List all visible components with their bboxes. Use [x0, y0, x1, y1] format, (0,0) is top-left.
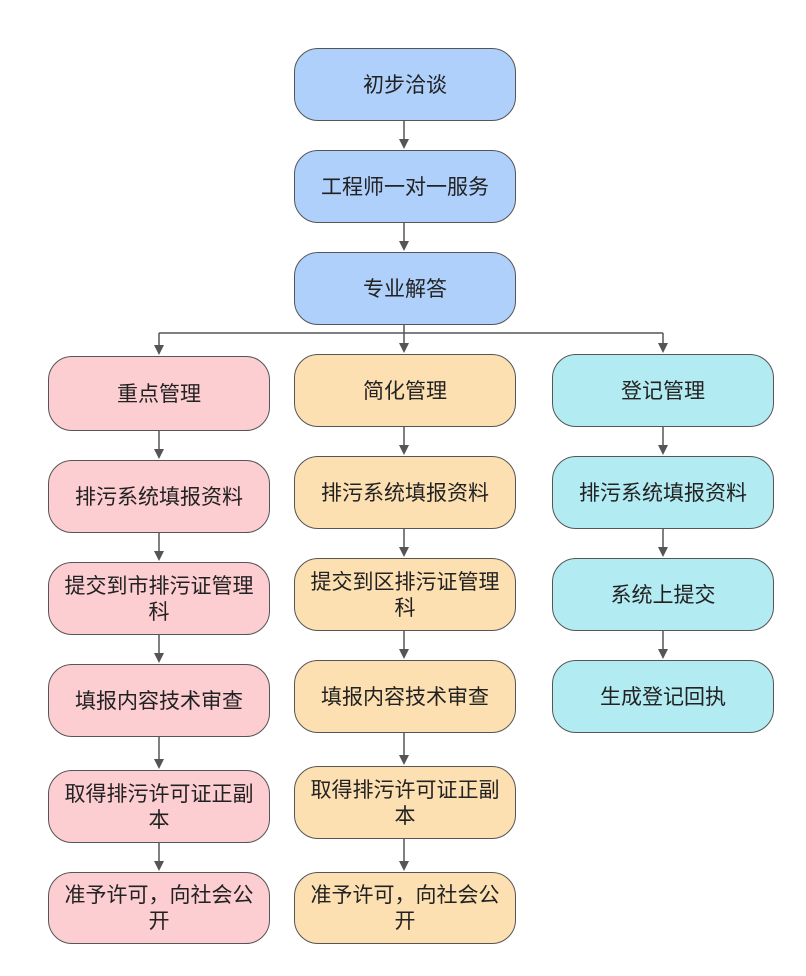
- simplified-step-submit-district: 提交到区排污证管理科: [294, 558, 516, 631]
- step-label: 提交到区排污证管理科: [310, 569, 500, 620]
- key-step-submit-city: 提交到市排污证管理科: [48, 562, 270, 635]
- step-label: 专业解答: [363, 276, 447, 301]
- key-step-fill-data: 排污系统填报资料: [48, 460, 270, 533]
- step-engineer-service: 工程师一对一服务: [294, 150, 516, 223]
- step-label: 填报内容技术审查: [75, 688, 243, 713]
- key-step-technical-review: 填报内容技术审查: [48, 664, 270, 737]
- key-step-obtain-permit: 取得排污许可证正副本: [48, 770, 270, 843]
- registration-step-system-submit: 系统上提交: [552, 558, 774, 631]
- column-title: 重点管理: [117, 381, 201, 406]
- step-label: 排污系统填报资料: [75, 484, 243, 509]
- step-label: 准予许可，向社会公开: [310, 883, 500, 933]
- column-title-simplified-management: 简化管理: [294, 354, 516, 427]
- simplified-step-fill-data: 排污系统填报资料: [294, 456, 516, 529]
- column-title: 简化管理: [363, 378, 447, 403]
- step-label: 取得排污许可证正副本: [64, 781, 254, 832]
- column-title-key-management: 重点管理: [48, 356, 270, 431]
- step-professional-answer: 专业解答: [294, 252, 516, 325]
- column-title: 登记管理: [621, 378, 705, 403]
- step-label: 填报内容技术审查: [321, 684, 489, 709]
- step-initial-consultation: 初步洽谈: [294, 48, 516, 121]
- registration-step-receipt: 生成登记回执: [552, 660, 774, 733]
- step-label: 准予许可，向社会公开: [64, 883, 254, 933]
- simplified-step-technical-review: 填报内容技术审查: [294, 660, 516, 733]
- simplified-step-obtain-permit: 取得排污许可证正副本: [294, 766, 516, 839]
- step-label: 系统上提交: [610, 582, 716, 607]
- step-label: 初步洽谈: [363, 72, 447, 97]
- step-label: 取得排污许可证正副本: [310, 777, 500, 828]
- step-label: 工程师一对一服务: [321, 174, 489, 199]
- column-title-registration-management: 登记管理: [552, 354, 774, 427]
- simplified-step-approve-publish: 准予许可，向社会公开: [294, 872, 516, 944]
- step-label: 排污系统填报资料: [579, 480, 747, 505]
- step-label: 生成登记回执: [600, 684, 726, 709]
- step-label: 提交到市排污证管理科: [64, 573, 254, 624]
- step-label: 排污系统填报资料: [321, 480, 489, 505]
- key-step-approve-publish: 准予许可，向社会公开: [48, 872, 270, 944]
- registration-step-fill-data: 排污系统填报资料: [552, 456, 774, 529]
